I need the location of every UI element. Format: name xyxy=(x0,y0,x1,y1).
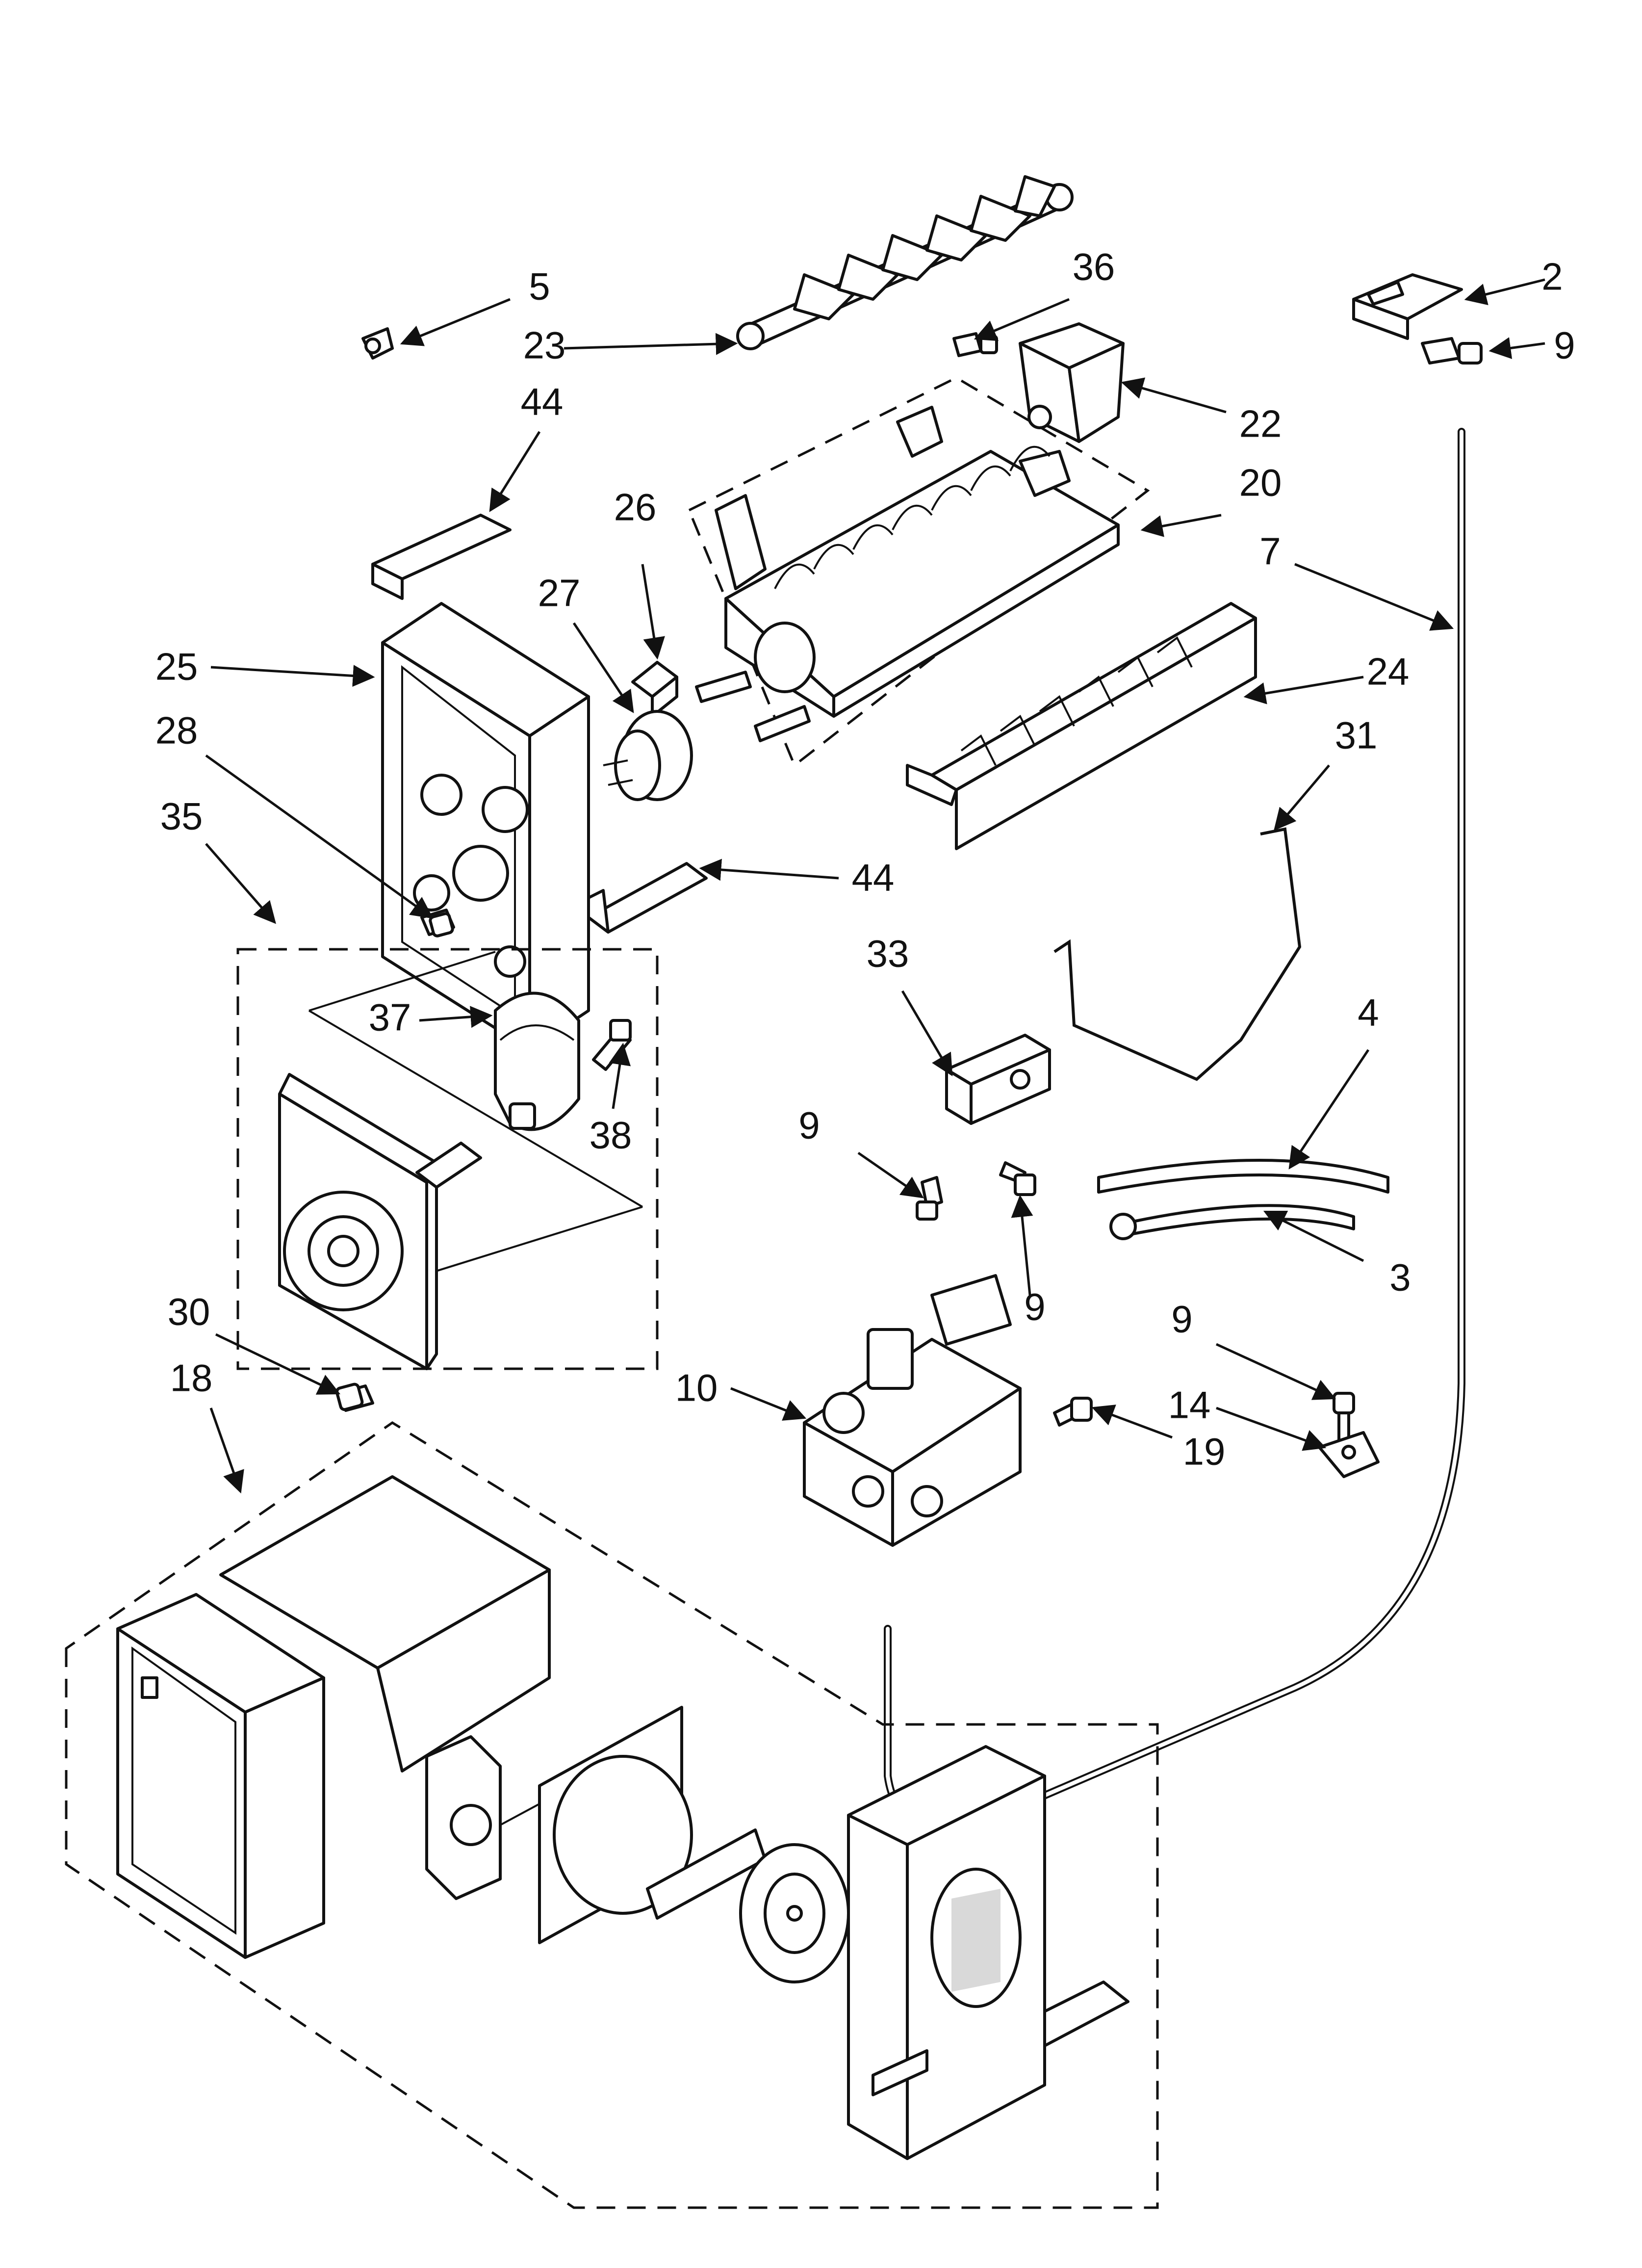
callout-7: 7 xyxy=(1259,530,1281,573)
callout-9: 9 xyxy=(1554,324,1575,367)
part-2-bracket xyxy=(1352,273,1463,340)
callout-38: 38 xyxy=(590,1114,632,1157)
callout-10: 10 xyxy=(675,1366,718,1409)
part-18-fan-assembly xyxy=(65,1421,1159,2209)
part-3-tube xyxy=(1109,1204,1355,1240)
callout-44: 44 xyxy=(852,856,895,899)
callout-25: 25 xyxy=(155,645,198,688)
callout-44: 44 xyxy=(521,380,564,423)
callout-19: 19 xyxy=(1183,1430,1226,1473)
part-4-tube xyxy=(1097,1159,1389,1194)
part-35-motor-assembly xyxy=(236,948,659,1370)
callout-37: 37 xyxy=(369,996,411,1039)
part-33-bracket xyxy=(945,1034,1051,1125)
fan-shroud xyxy=(847,1745,1129,2160)
callout-23: 23 xyxy=(523,324,566,367)
part-9-screw-top xyxy=(1421,337,1483,365)
callout-35: 35 xyxy=(160,795,203,838)
part-19-screw xyxy=(1053,1397,1093,1427)
callout-3: 3 xyxy=(1389,1256,1411,1299)
callout-18: 18 xyxy=(170,1356,213,1400)
part-26-switch xyxy=(631,661,678,718)
callout-9: 9 xyxy=(1171,1298,1192,1341)
part-9-screw-right xyxy=(999,1161,1036,1196)
callout-36: 36 xyxy=(1073,245,1115,288)
part-22-fill-cup xyxy=(1019,322,1125,443)
part-23-ejector xyxy=(736,175,1074,350)
callout-5: 5 xyxy=(529,265,550,308)
callout-28: 28 xyxy=(155,709,198,752)
part-24-stripper xyxy=(906,602,1257,850)
part-5-clip xyxy=(361,327,394,360)
part-27-thermostat xyxy=(603,710,693,801)
part-38-screw xyxy=(592,1019,632,1071)
callout-9: 9 xyxy=(798,1104,820,1147)
callout-labels: 5 23 36 2 9 44 22 26 20 27 7 25 24 28 31… xyxy=(155,245,1575,1473)
callout-2: 2 xyxy=(1541,255,1563,298)
part-9-screw-clamp xyxy=(1333,1392,1355,1444)
part-10-water-valve xyxy=(803,1274,1022,1547)
callout-26: 26 xyxy=(614,486,657,529)
callout-4: 4 xyxy=(1358,991,1379,1034)
part-20-ice-mold xyxy=(687,376,1150,767)
callout-20: 20 xyxy=(1239,461,1282,504)
leader-lines xyxy=(205,278,1545,1494)
part-37-motor xyxy=(494,991,580,1131)
callout-14: 14 xyxy=(1168,1383,1211,1427)
callout-24: 24 xyxy=(1367,650,1410,693)
callout-22: 22 xyxy=(1239,402,1282,445)
callout-30: 30 xyxy=(168,1290,210,1333)
part-36-screw xyxy=(952,332,998,357)
callout-33: 33 xyxy=(867,932,909,975)
part-9-screw-left xyxy=(916,1176,943,1221)
part-44-clip-bottom xyxy=(587,862,708,934)
callout-9: 9 xyxy=(1024,1285,1045,1329)
part-14-clamp xyxy=(1318,1431,1380,1478)
part-25-housing xyxy=(381,602,590,1051)
part-44-clip-top xyxy=(371,514,512,600)
callout-27: 27 xyxy=(538,572,581,615)
callout-31: 31 xyxy=(1335,714,1378,757)
part-30-screw xyxy=(335,1382,374,1412)
part-31-wire xyxy=(1053,827,1302,1081)
